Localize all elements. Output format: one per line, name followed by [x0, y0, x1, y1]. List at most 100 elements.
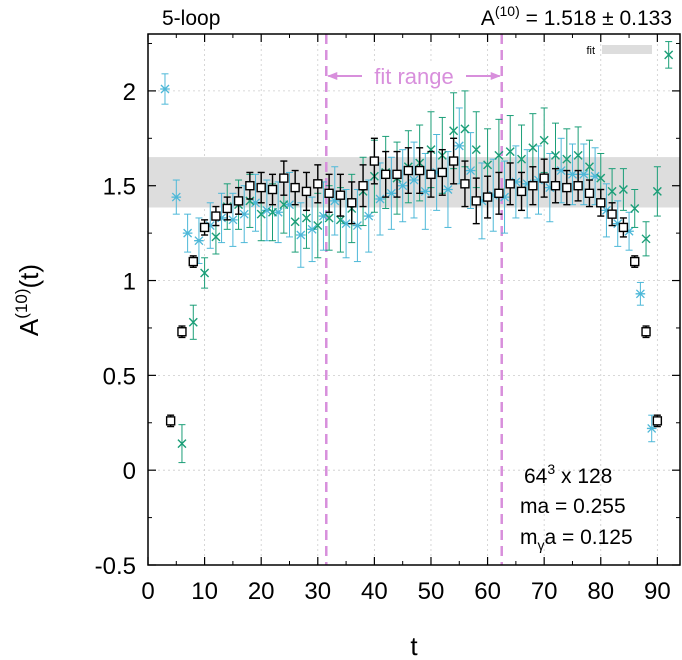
cross-point	[573, 150, 583, 160]
cross-point	[517, 154, 527, 164]
plot-frame	[147, 33, 681, 566]
cross-point	[256, 209, 266, 219]
star-point	[182, 228, 193, 238]
square-point	[290, 182, 300, 193]
square-point	[426, 169, 436, 180]
cross-point	[245, 196, 255, 206]
star-point	[646, 423, 657, 433]
y-tick-label: 1.5	[103, 174, 136, 201]
square-point	[233, 196, 244, 206]
fit-range-label: fit range	[374, 64, 454, 89]
square-point	[369, 156, 380, 166]
star-point	[363, 211, 374, 221]
square-point	[550, 181, 561, 191]
cross-point	[177, 439, 187, 449]
square-point	[279, 173, 289, 183]
star-point	[409, 175, 419, 185]
square-point	[245, 181, 255, 191]
fit-range: fit range	[325, 34, 503, 565]
title-right-prefix: A	[481, 7, 495, 30]
square-point	[641, 327, 651, 337]
square-point	[414, 165, 425, 176]
info-photon-rest: a = 0.125	[545, 526, 633, 549]
square-point	[437, 167, 447, 178]
cross-point	[584, 162, 594, 172]
fit-range-label-background	[362, 62, 466, 90]
star-point	[567, 169, 578, 179]
square-point	[358, 181, 368, 191]
cross-point	[550, 150, 560, 160]
x-tick-label: 80	[587, 578, 614, 605]
title-right-suffix: = 1.518 ± 0.133	[520, 7, 672, 30]
cross-point	[426, 145, 436, 155]
title-left: 5-loop	[162, 7, 220, 30]
cross-point	[290, 217, 300, 227]
x-tick-label: 50	[418, 578, 445, 605]
series-square	[165, 137, 663, 428]
square-point	[177, 327, 187, 337]
square-point	[652, 416, 663, 426]
info-lattice-rest: x 128	[555, 465, 612, 488]
square-point	[313, 179, 323, 189]
cross-point	[664, 50, 674, 60]
cross-point	[324, 213, 334, 223]
x-tick-label: 30	[304, 578, 331, 605]
info-box: 643 x 128 ma = 0.255 mγa = 0.125	[520, 461, 633, 553]
legend-fit-label: fit	[586, 45, 595, 57]
cross-point	[200, 268, 210, 278]
square-point	[562, 182, 572, 193]
y-tick-label: 0.5	[103, 363, 136, 390]
cross-point	[483, 160, 493, 170]
cross-point	[630, 203, 640, 213]
square-point	[471, 196, 481, 206]
x-axis-title: t	[410, 631, 418, 660]
square-point	[165, 416, 176, 426]
square-point	[494, 188, 504, 199]
cross-point	[539, 135, 549, 145]
info-lattice-sup: 3	[547, 461, 555, 477]
info-mass: ma = 0.255	[520, 495, 626, 518]
square-point	[392, 169, 402, 180]
star-point	[443, 185, 453, 194]
y-tick-label: 1	[123, 269, 136, 296]
cross-point	[528, 143, 538, 153]
y-tick-label: 0	[123, 458, 136, 485]
x-tick-label: 90	[644, 578, 671, 605]
cross-point	[505, 147, 515, 157]
star-point	[454, 141, 465, 151]
y-tick-label: -0.5	[95, 553, 136, 580]
star-point	[397, 181, 408, 191]
y-tick-label: 2	[123, 79, 136, 106]
square-point	[607, 209, 617, 219]
star-point	[307, 224, 317, 234]
cross-point	[618, 185, 628, 195]
title-right: A(10) = 1.518 ± 0.133	[481, 3, 672, 30]
square-point	[403, 165, 414, 176]
square-point	[539, 173, 549, 183]
cross-point	[313, 221, 323, 231]
x-tick-label: 60	[474, 578, 501, 605]
square-point	[584, 188, 595, 199]
star-point	[386, 188, 397, 198]
star-point	[375, 194, 385, 204]
star-point	[465, 166, 476, 176]
info-photon: mγa = 0.125	[520, 526, 633, 553]
square-point	[188, 256, 198, 267]
square-point	[199, 222, 210, 233]
square-point	[448, 156, 459, 166]
cross-point	[188, 317, 198, 327]
square-point	[256, 182, 266, 193]
square-point	[573, 181, 583, 191]
cross-point	[596, 173, 606, 183]
square-point	[301, 186, 312, 197]
square-point	[324, 188, 334, 199]
y-axis-title: A(10)(t)	[12, 264, 44, 336]
cross-point	[652, 186, 662, 196]
x-tick-label: 40	[361, 578, 388, 605]
info-lattice: 643 x 128	[524, 461, 612, 488]
star-point	[160, 84, 170, 94]
cross-point	[279, 200, 289, 210]
star-point	[194, 236, 204, 246]
